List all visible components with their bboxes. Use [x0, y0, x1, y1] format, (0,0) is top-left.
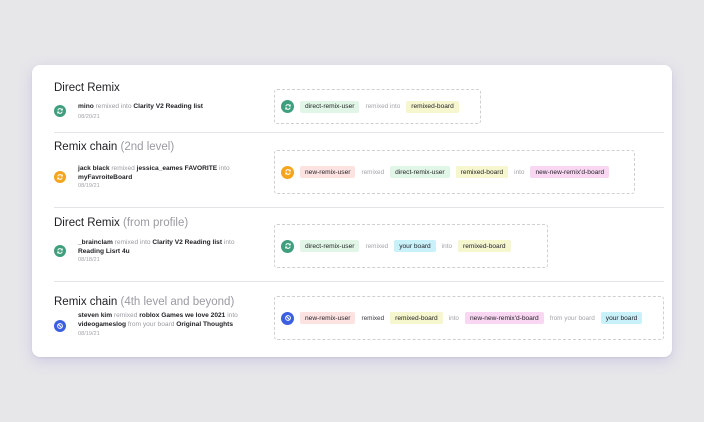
- chip-new-new-remixd-board: new-new-remix'd-board: [530, 166, 610, 178]
- remix-flow-diagram: new-remix-user remixed remixed-board int…: [274, 296, 664, 340]
- chip-new-new-remixd-board: new-new-remix'd-board: [465, 312, 544, 324]
- activity-date: 08/18/21: [78, 257, 100, 263]
- flow-word: from your board: [549, 314, 595, 322]
- remix-cycle-icon: [54, 105, 66, 117]
- activity-description: jack black remixed jessica_eames FAVORIT…: [78, 165, 230, 181]
- divider: [54, 132, 664, 133]
- remix-cycle-icon: [54, 245, 66, 257]
- row-title-direct-remix-profile: Direct Remix (from profile): [54, 217, 189, 229]
- chip-new-remix-user: new-remix-user: [300, 312, 356, 324]
- activity-date: 08/19/21: [78, 183, 100, 189]
- divider: [54, 281, 664, 282]
- flow-word: remixed into: [365, 103, 401, 110]
- chip-direct-remix-user: direct-remix-user: [300, 100, 360, 113]
- divider: [54, 207, 664, 208]
- activity-description: steven kim remixed roblox Games we love …: [78, 312, 238, 328]
- chip-your-board: your board: [600, 312, 643, 324]
- flow-word: into: [441, 242, 453, 250]
- remix-chain-icon: [281, 165, 294, 179]
- chip-your-board: your board: [394, 240, 436, 252]
- chip-new-remix-user: new-remix-user: [300, 166, 356, 178]
- row-title-remix-chain-4: Remix chain (4th level and beyond): [54, 296, 235, 308]
- activity-description: mino remixed into Clarity V2 Reading lis…: [78, 103, 203, 110]
- row-title-direct-remix: Direct Remix: [54, 82, 120, 94]
- row-title-remix-chain-2: Remix chain (2nd level): [54, 141, 175, 153]
- activity-date: 08/19/21: [78, 331, 100, 337]
- remix-types-card: Direct Remix mino remixed into Clarity V…: [32, 65, 672, 357]
- chip-remixed-board: remixed-board: [458, 240, 511, 252]
- chip-remixed-board: remixed-board: [455, 166, 509, 178]
- remix-flow-diagram: direct-remix-user remixed into remixed-b…: [274, 89, 481, 124]
- remix-block-icon: [281, 311, 294, 325]
- remix-block-icon: [54, 320, 66, 332]
- remix-flow-diagram: direct-remix-user remixed your board int…: [274, 224, 548, 268]
- chip-remixed-board: remixed-board: [406, 100, 459, 113]
- chip-remixed-board: remixed-board: [390, 312, 443, 324]
- flow-word: remixed: [365, 242, 389, 250]
- chip-direct-remix-user: direct-remix-user: [300, 240, 360, 252]
- activity-description: _brainclam remixed into Clarity V2 Readi…: [78, 239, 235, 255]
- activity-date: 08/20/21: [78, 114, 100, 120]
- flow-word: remixed: [361, 314, 385, 322]
- remix-flow-diagram: new-remix-user remixed direct-remix-user…: [274, 150, 635, 194]
- remix-cycle-icon: [281, 100, 294, 113]
- chip-direct-remix-user: direct-remix-user: [390, 166, 450, 178]
- remix-chain-icon: [54, 171, 66, 183]
- flow-word: into: [448, 314, 459, 322]
- remix-cycle-icon: [281, 239, 294, 253]
- flow-word: remixed: [361, 168, 385, 176]
- flow-word: into: [514, 168, 525, 176]
